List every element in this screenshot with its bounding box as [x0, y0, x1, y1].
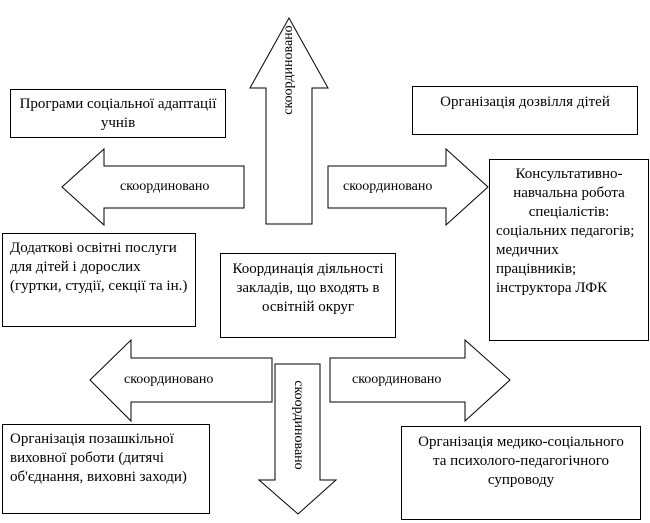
box-additional-services: Додаткові освітні послуги для дітей і до… [2, 233, 196, 327]
arrow-lower-right-label: скоординовано [352, 372, 442, 387]
box-extracurricular-text: Організація позашкільної виховної роботи… [10, 431, 187, 485]
arrow-lower-left-shape [89, 338, 273, 423]
consulting-item: інструктора ЛФК [496, 280, 608, 296]
box-leisure: Організація дозвілля дітей [412, 86, 638, 135]
arrow-upper-right-label: скоординовано [343, 179, 433, 194]
box-social-adaptation: Програми соціальної адаптації учнів [10, 89, 226, 138]
box-center-coordination: Координація діяльності закладів, що вход… [220, 253, 396, 338]
box-medical-support-text: Організація медико-соціального та психол… [418, 434, 624, 488]
arrow-down-shape [257, 363, 338, 515]
arrow-down-label: скоординовано [291, 380, 306, 470]
consulting-title: Консультативно-навчальна робота спеціалі… [513, 166, 625, 220]
box-center-coordination-text: Координація діяльності закладів, що вход… [232, 261, 384, 315]
consulting-item: медичних працівників; [496, 242, 577, 277]
consulting-item: соціальних педагогів; [496, 223, 635, 239]
box-medical-support: Організація медико-соціального та психол… [401, 426, 641, 520]
arrow-upper-left-shape [61, 147, 245, 227]
arrow-upper-left-label: скоординовано [120, 179, 210, 194]
box-social-adaptation-text: Програми соціальної адаптації учнів [19, 96, 217, 131]
arrow-up-label: скоординовано [281, 25, 296, 115]
arrow-lower-left-label: скоординовано [124, 372, 214, 387]
box-consulting: Консультативно-навчальна робота спеціалі… [489, 159, 649, 341]
arrow-up-shape [249, 16, 329, 225]
box-additional-services-text: Додаткові освітні послуги для дітей і до… [10, 240, 188, 294]
box-extracurricular: Організація позашкільної виховної роботи… [2, 424, 210, 514]
arrow-upper-right-shape [327, 147, 489, 227]
box-leisure-text: Організація дозвілля дітей [440, 94, 610, 110]
arrow-lower-right-shape [329, 338, 511, 423]
